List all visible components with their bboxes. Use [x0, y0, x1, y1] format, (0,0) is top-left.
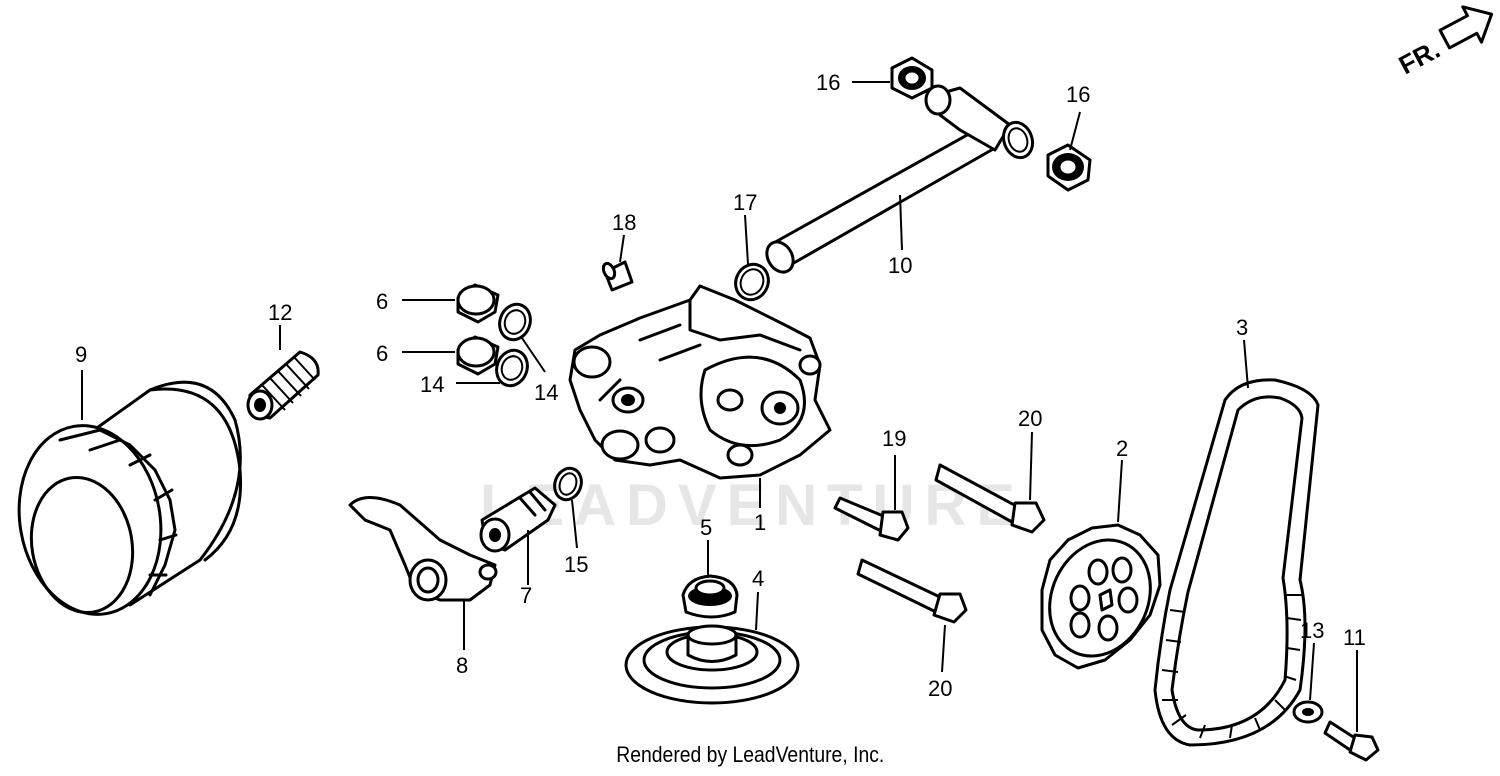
callout-7[interactable]: 7: [520, 583, 532, 608]
part-oil-strainer[interactable]: [348, 496, 498, 602]
part-collar-drive[interactable]: [681, 574, 739, 619]
callout-14-left[interactable]: 14: [420, 372, 444, 397]
callout-16-right[interactable]: 16: [1066, 82, 1090, 107]
part-bolt-11[interactable]: [1323, 720, 1380, 762]
part-collar-lower[interactable]: [456, 335, 500, 376]
callout-1[interactable]: 1: [754, 510, 766, 535]
callout-14-right[interactable]: 14: [534, 380, 558, 405]
callout-15[interactable]: 15: [564, 552, 588, 577]
callout-11[interactable]: 11: [1343, 625, 1366, 650]
part-oil-filter[interactable]: [5, 380, 243, 626]
part-drive-sprocket[interactable]: [1031, 523, 1169, 672]
render-credit-text: Rendered by LeadVenture, Inc.: [615, 742, 885, 767]
front-arrow-icon: [1438, 5, 1494, 50]
part-o-ring-lower[interactable]: [492, 346, 533, 390]
callout-17[interactable]: 17: [733, 190, 757, 215]
callout-20-top[interactable]: 20: [1018, 406, 1042, 431]
watermark: LEADVENTURE: [480, 473, 1025, 538]
callout-9[interactable]: 9: [75, 342, 87, 367]
callout-12[interactable]: 12: [268, 300, 292, 325]
callout-6-lower[interactable]: 6: [376, 341, 388, 366]
leader-lines: [81, 81, 1358, 732]
callout-19[interactable]: 19: [882, 426, 906, 451]
callout-labels: 9 12 6 6 14 14 18 17 16 16 10 3 2 19 20 …: [75, 70, 1366, 701]
callout-18[interactable]: 18: [612, 210, 636, 235]
part-bolt-19[interactable]: [833, 496, 910, 542]
part-washer[interactable]: [1292, 700, 1324, 724]
callout-2[interactable]: 2: [1116, 436, 1128, 461]
part-o-ring-pipe[interactable]: [730, 259, 774, 305]
callout-4[interactable]: 4: [752, 566, 764, 591]
part-strainer-screen[interactable]: [624, 624, 800, 705]
part-dowel-pin[interactable]: [601, 260, 634, 292]
part-pipe-seal-upper[interactable]: [890, 56, 934, 100]
callout-3[interactable]: 3: [1236, 315, 1248, 340]
front-direction-indicator: FR.: [1394, 5, 1494, 80]
part-pipe-seal-lower[interactable]: [1046, 143, 1092, 192]
callout-10[interactable]: 10: [888, 253, 912, 278]
part-o-ring-valve[interactable]: [550, 465, 585, 504]
callout-20-bottom[interactable]: 20: [928, 676, 952, 701]
part-oil-pipe[interactable]: [762, 84, 1038, 277]
part-bolt-20-upper[interactable]: [934, 463, 1046, 534]
front-label: FR.: [1394, 34, 1445, 80]
callout-13[interactable]: 13: [1300, 618, 1324, 643]
part-drive-chain[interactable]: [1153, 378, 1320, 747]
part-bolt-20-lower[interactable]: [856, 558, 968, 624]
part-relief-valve[interactable]: [479, 486, 557, 553]
callout-6-upper[interactable]: 6: [376, 289, 388, 314]
callout-5[interactable]: 5: [700, 515, 712, 540]
part-oil-pump[interactable]: [568, 284, 832, 480]
part-threaded-nipple[interactable]: [246, 350, 320, 421]
callout-16-left[interactable]: 16: [816, 70, 840, 95]
render-credit: Rendered by LeadVenture, Inc.: [0, 742, 1500, 768]
part-collar-upper[interactable]: [456, 283, 500, 324]
part-o-ring-upper[interactable]: [495, 300, 536, 344]
callout-8[interactable]: 8: [456, 653, 468, 678]
